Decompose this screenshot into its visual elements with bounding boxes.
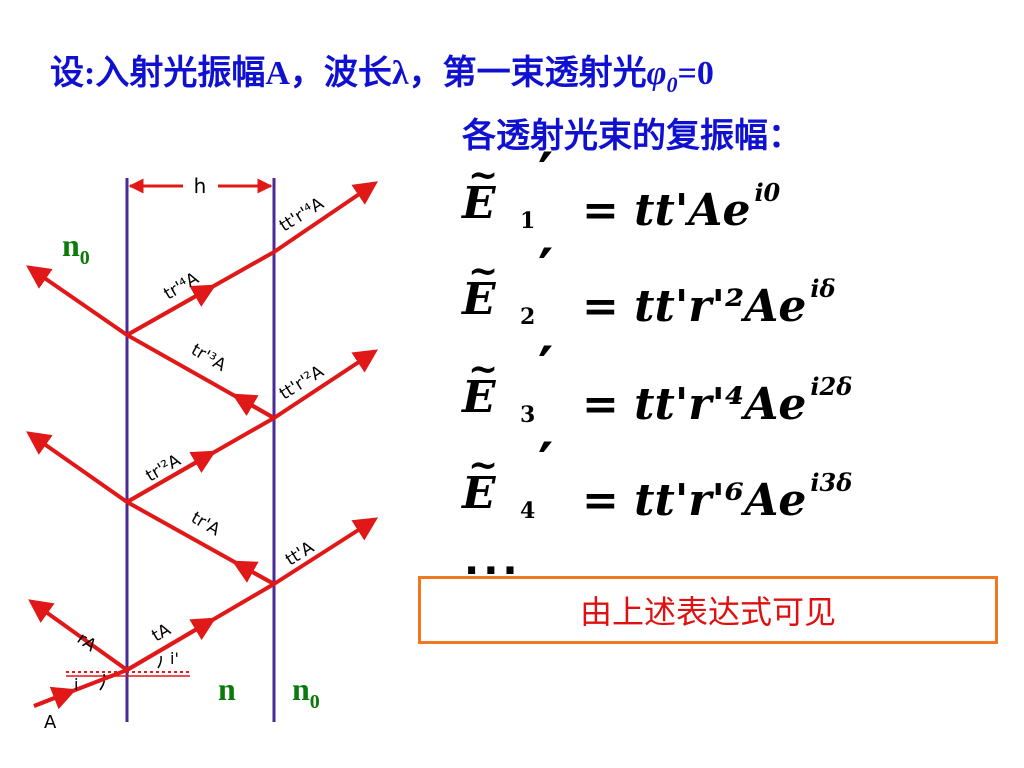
label-angle-i-prime: i': [170, 649, 179, 668]
incident-ray-arrow: [33, 686, 77, 710]
label-ttA: tt'A: [282, 537, 318, 570]
equation-1-tilde: ~: [468, 154, 499, 196]
equation-1-expression: = tt'Ae: [582, 185, 751, 236]
equation-3-exponent: i2δ: [810, 372, 853, 401]
equation-1-index: 1: [520, 208, 536, 234]
title-prefix: 设:入射光振幅A，波长λ，第一束透射光: [50, 55, 647, 92]
reflected-ray-rA: [28, 599, 129, 672]
transmitted-ray-1: [272, 517, 379, 586]
label-n0-right: n0: [292, 671, 320, 713]
equation-1-prime: ′: [538, 140, 554, 208]
equation-4-expression: = tt'r'⁶Ae: [582, 475, 807, 526]
ray-tr3A-arrow: [231, 393, 276, 420]
label-angle-i: i: [74, 675, 78, 694]
equation-4-symbol: E: [462, 468, 496, 519]
transmitted-ray-2: [272, 349, 379, 420]
equation-3-index: 3: [520, 402, 536, 428]
equation-4-prime: ′: [538, 430, 554, 498]
equation-4-exponent: i3δ: [810, 468, 853, 497]
label-n0-left-sub: 0: [80, 247, 90, 269]
label-n0-left-main: n: [62, 227, 80, 263]
equation-2-prime: ′: [538, 236, 554, 304]
label-ttr4A: tt'r'⁴A: [276, 194, 328, 237]
ray-trA-arrow: [231, 560, 275, 586]
title-suffix: =0: [677, 55, 714, 92]
equation-3-expression: = tt'r'⁴Ae: [582, 379, 807, 430]
slide-title: 设:入射光振幅A，波长λ，第一束透射光φ0=0: [50, 52, 714, 107]
equation-2-symbol: E: [462, 274, 496, 325]
equation-3-tilde: ~: [468, 348, 499, 390]
equation-4-index: 4: [520, 498, 536, 524]
transmitted-ray-3: [272, 181, 378, 254]
incidence-angle-arc: [99, 673, 106, 691]
reflected-ray-3: [26, 265, 129, 337]
equation-2-tilde: ~: [468, 250, 499, 292]
ray-tr4A-arrow: [126, 284, 217, 337]
label-n-plate: n: [218, 671, 236, 707]
label-n0-right-sub: 0: [310, 691, 320, 713]
equation-3-prime: ′: [538, 334, 554, 402]
conclusion-text: 由上述表达式可见: [579, 593, 836, 631]
equation-4-tilde: ~: [468, 444, 499, 486]
thickness-label: h: [194, 174, 207, 198]
ray-tA-arrow: [125, 617, 217, 672]
equation-1-symbol: E: [462, 178, 496, 229]
equation-3-symbol: E: [462, 372, 496, 423]
equation-2-index: 2: [520, 304, 536, 330]
label-incident-A: A: [44, 712, 57, 733]
label-tr4A: tr'⁴A: [161, 268, 203, 304]
equation-1-exponent: i0: [754, 178, 781, 207]
ray-tr2A-arrow: [126, 450, 217, 504]
equation-2-exponent: iδ: [810, 274, 836, 303]
label-trA: tr'A: [188, 508, 224, 540]
conclusion-box: 由上述表达式可见: [418, 576, 998, 644]
equation-2-expression: = tt'r'²Ae: [582, 281, 807, 332]
multiple-reflection-diagram: h rA tA tt'A tr'A tr'²A tt'r'²A: [26, 174, 379, 733]
label-n0-left: n0: [62, 227, 90, 269]
subtitle: 各透射光束的复振幅：: [462, 118, 802, 155]
label-n0-right-main: n: [292, 671, 310, 707]
reflected-ray-2: [26, 431, 129, 504]
title-phi: φ: [646, 55, 667, 92]
title-phi-subscript: 0: [666, 71, 678, 97]
refraction-angle-arc: [157, 655, 162, 669]
